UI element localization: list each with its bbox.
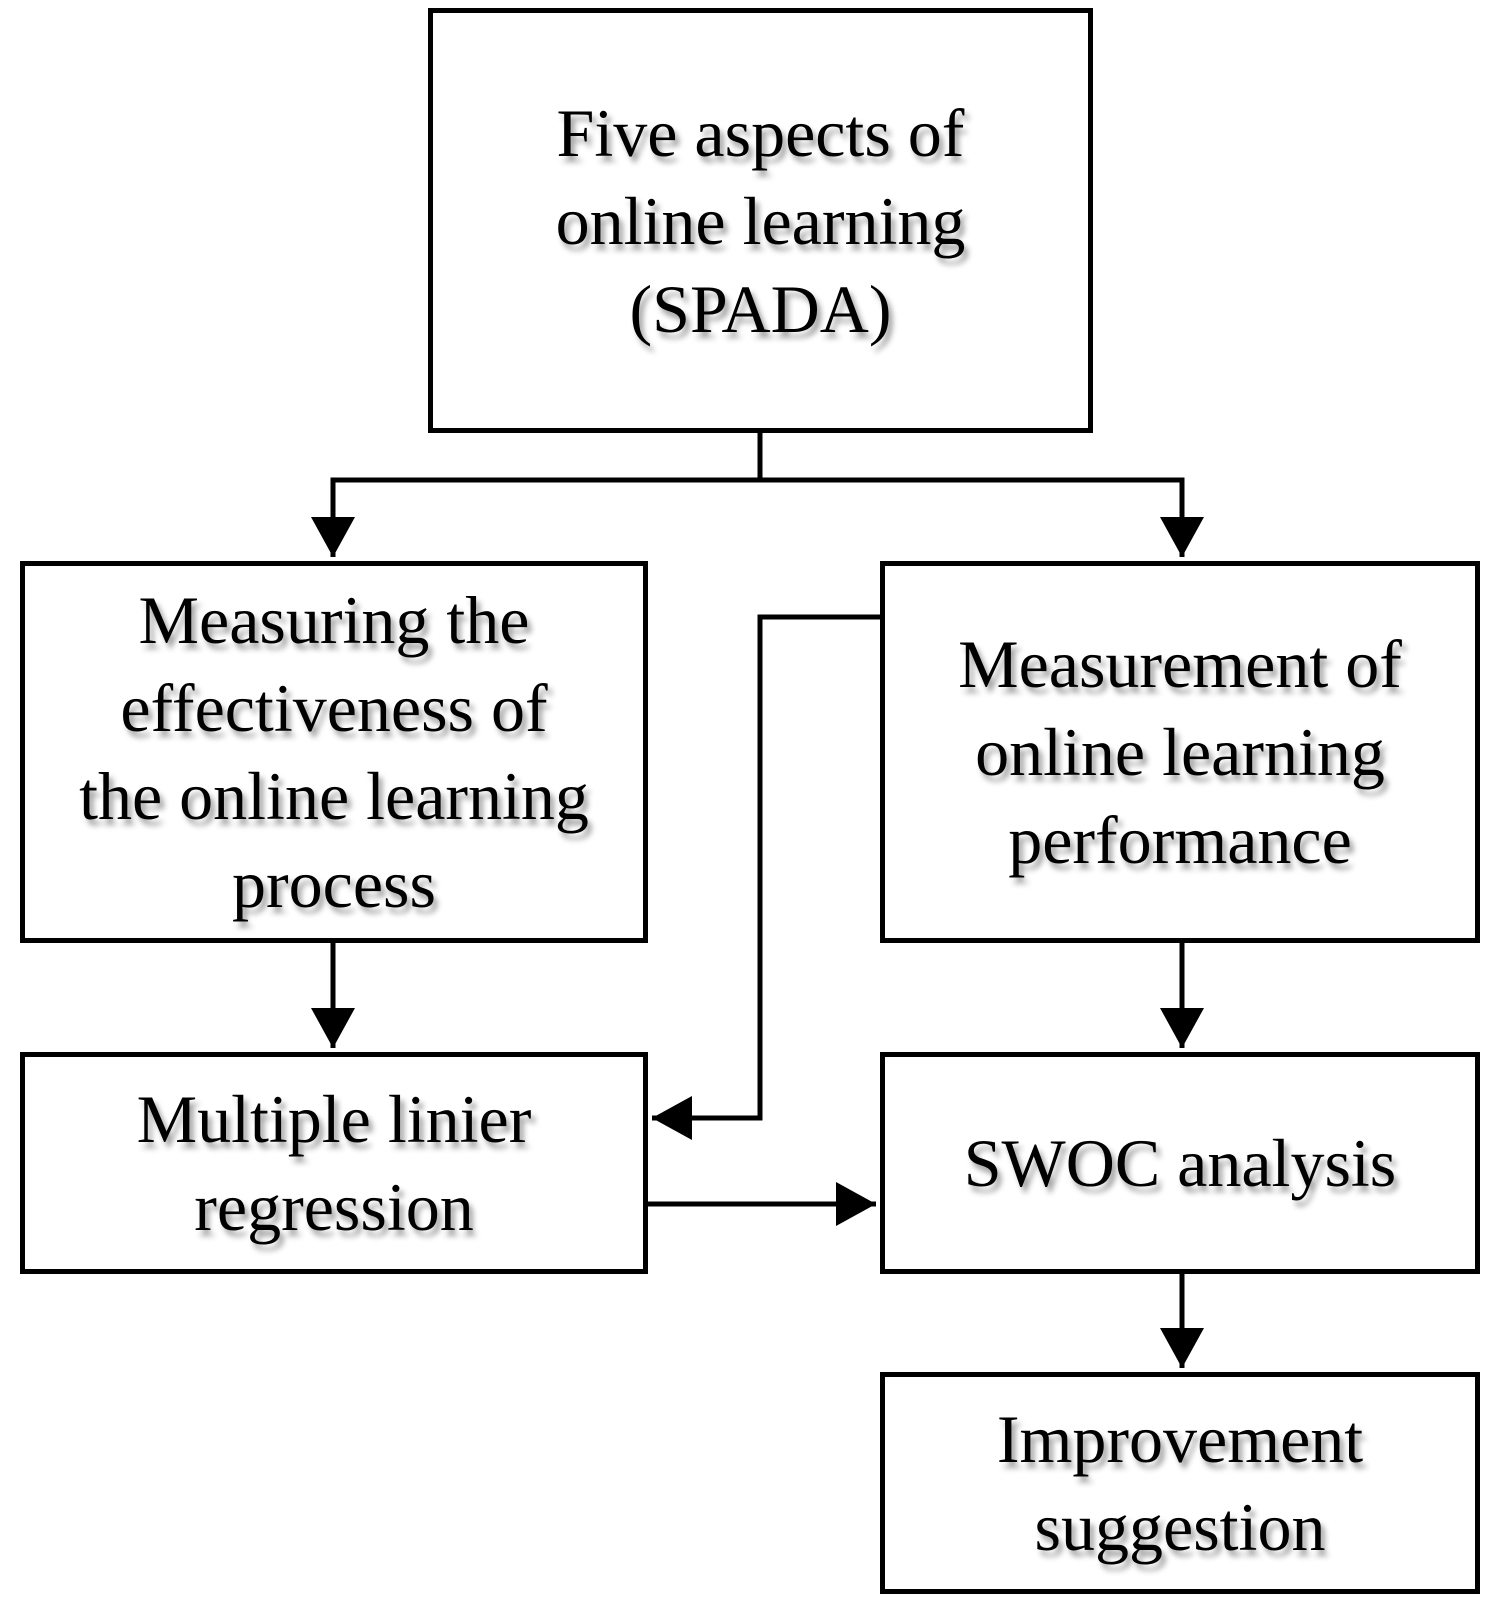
node-text-line: Improvement [996,1401,1364,1477]
node-text-line: suggestion [1034,1489,1326,1565]
node-measurement-performance: Measurement of online learning performan… [880,561,1480,943]
node-text-line: process [232,846,436,922]
node-text-line: Measurement of [958,626,1402,702]
edge-top-to-right [760,477,1204,557]
node-improvement-suggestion: Improvement suggestion [880,1372,1480,1594]
node-measuring-effectiveness: Measuring the effectiveness of the onlin… [20,561,648,943]
node-text-line: online learning [975,714,1385,790]
node-multiple-regression: Multiple linier regression [20,1052,648,1274]
edge-top-to-left [311,433,763,557]
node-text-line: Measuring the [138,582,530,658]
node-text-line: SWOC analysis [963,1125,1397,1201]
node-swoc-analysis: SWOC analysis [880,1052,1480,1274]
node-text-line: online learning [555,182,966,259]
edge-right-to-mlr [652,614,880,1140]
node-text-line: (SPADA) [629,270,892,347]
node-text-line: the online learning [79,758,589,834]
node-text-line: performance [1008,802,1352,878]
node-text-line: Multiple linier [136,1081,532,1157]
node-text-line: effectiveness of [120,670,548,746]
node-five-aspects: Five aspects of online learning (SPADA) [428,8,1093,433]
node-text-line: Five aspects of [556,94,965,171]
node-text-line: regression [194,1169,474,1245]
